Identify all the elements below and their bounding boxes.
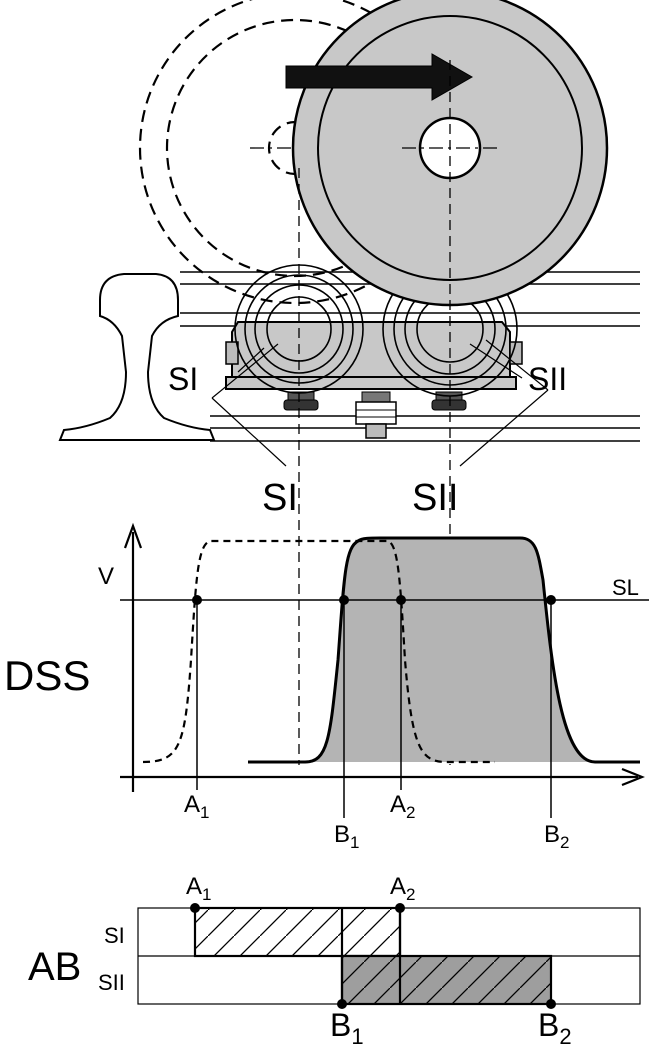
rail-profile bbox=[58, 273, 216, 441]
dss-signal-plot: SL V DSS A1 A2 B1 B2 bbox=[4, 522, 649, 852]
signal-curve-b bbox=[248, 536, 640, 764]
dss-b1-label: B1 bbox=[334, 821, 359, 852]
ab-b2-label: B2 bbox=[538, 1007, 572, 1049]
si-label-bottom: SI bbox=[262, 477, 298, 519]
ab-point-a2 bbox=[395, 903, 405, 913]
ab-point-b1 bbox=[337, 999, 347, 1009]
si-active-bar bbox=[193, 906, 402, 958]
crossing-markers bbox=[196, 600, 552, 818]
dss-a2-label: A2 bbox=[390, 791, 415, 822]
y-axis-label: V bbox=[98, 563, 114, 590]
point-a2 bbox=[396, 595, 406, 605]
dss-b2-label: B2 bbox=[544, 821, 569, 852]
point-a1 bbox=[192, 595, 202, 605]
ab-point-a1 bbox=[190, 903, 200, 913]
ab-row-si-label: SI bbox=[104, 923, 125, 948]
ab-a2-label: A2 bbox=[390, 873, 415, 904]
sensor-housing bbox=[225, 321, 523, 439]
si-label-left: SI bbox=[168, 361, 198, 397]
sensor-leader-lines bbox=[211, 339, 549, 467]
point-b1 bbox=[339, 595, 349, 605]
dss-label: DSS bbox=[4, 652, 90, 699]
ab-row-sii-label: SII bbox=[98, 970, 125, 995]
dss-a1-label: A1 bbox=[184, 791, 209, 822]
ab-label: AB bbox=[28, 945, 81, 989]
threshold-label: SL bbox=[612, 575, 639, 600]
sii-label-right: SII bbox=[528, 361, 567, 397]
direction-arrow-icon bbox=[285, 53, 474, 101]
point-b2 bbox=[546, 595, 556, 605]
ab-point-b2 bbox=[546, 999, 556, 1009]
sii-active-bar bbox=[340, 954, 553, 1006]
ab-a1-label: A1 bbox=[186, 873, 211, 904]
rail-side-lines bbox=[180, 271, 640, 442]
sii-label-bottom: SII bbox=[412, 477, 458, 519]
ab-b1-label: B1 bbox=[330, 1007, 364, 1049]
ab-timing-diagram: A1 A2 B1 B2 AB SI SII bbox=[28, 873, 641, 1049]
wheel-rail-illustration: SI SII SI SII bbox=[58, 0, 640, 765]
